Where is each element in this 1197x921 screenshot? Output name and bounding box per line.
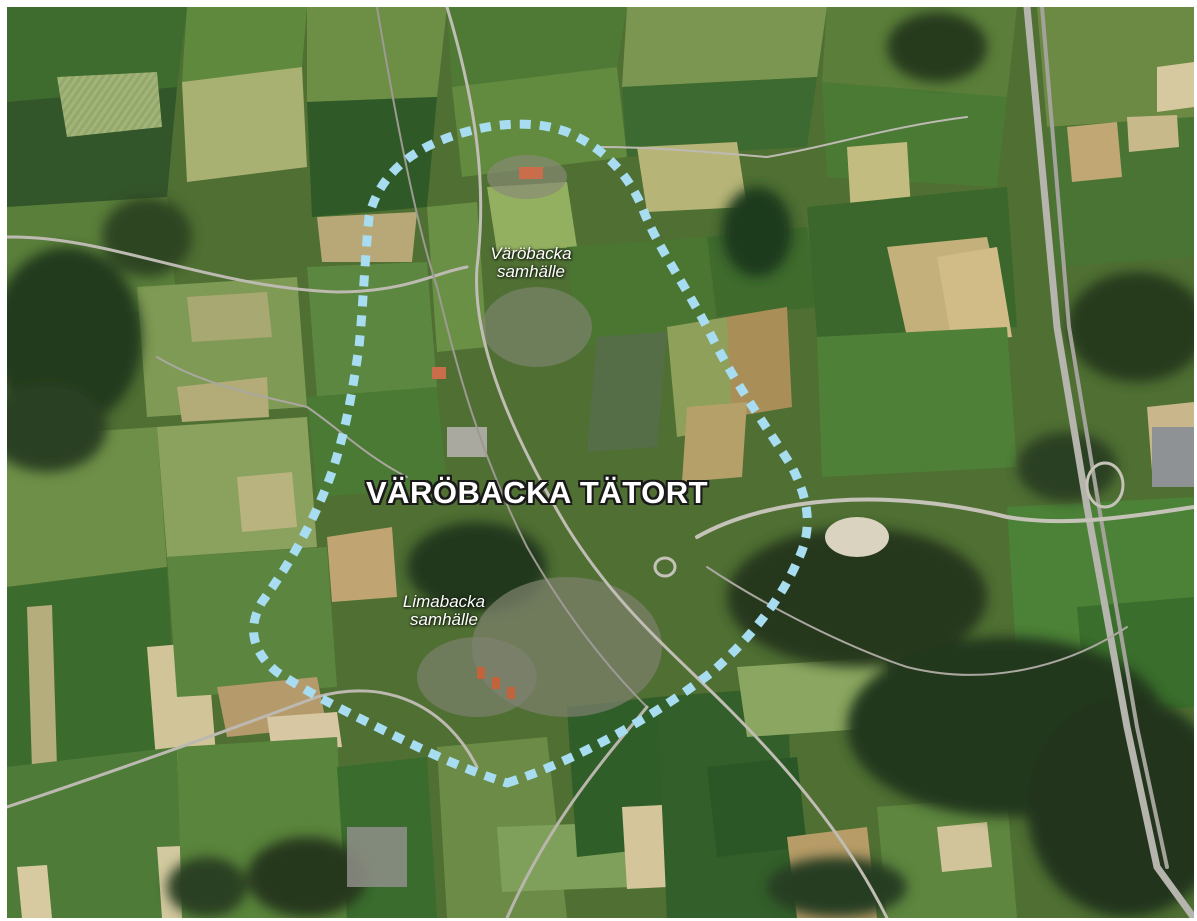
tatort-boundary	[249, 119, 812, 788]
aerial-photo	[7, 7, 1194, 918]
road-network	[7, 7, 1194, 918]
place-label-varobacka-line1: Väröbacka	[490, 244, 572, 263]
place-label-limabacka-line2: samhälle	[409, 609, 479, 629]
place-label-limabacka: Limabacka samhälle	[384, 593, 504, 629]
place-label-varobacka: Väröbacka samhälle	[471, 245, 591, 281]
place-label-limabacka-line1: Limabacka	[402, 592, 486, 611]
place-label-varobacka-line2: samhälle	[496, 261, 566, 281]
settlement-areas	[347, 155, 1194, 887]
aerial-map[interactable]: Väröbacka samhälle VÄRÖBACKA TÄTORT Lima…	[7, 7, 1194, 918]
forest-areas	[7, 12, 1194, 917]
map-title: VÄRÖBACKA TÄTORT	[365, 475, 709, 510]
